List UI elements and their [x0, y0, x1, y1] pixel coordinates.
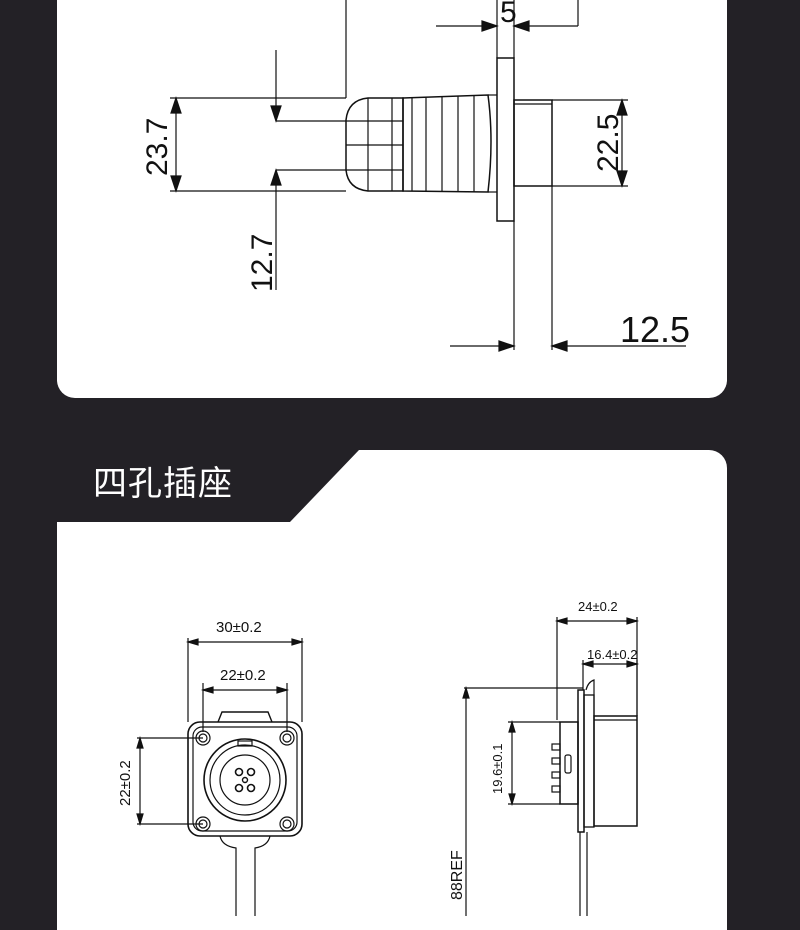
dim-body-depth: 16.4±0.2 — [587, 647, 638, 662]
dim-cable-length: 88REF — [449, 850, 466, 900]
dim-body-height: 19.6±0.1 — [490, 743, 505, 794]
front-view — [136, 638, 305, 916]
dim-height: 22±0.2 — [117, 760, 134, 806]
dim-right-height: 22.5 — [592, 114, 625, 172]
top-drawing-card — [57, 0, 727, 398]
section-title: 四孔插座 — [93, 464, 233, 504]
dim-left-height: 23.7 — [141, 118, 174, 176]
dim-bottom-width: 12.5 — [620, 309, 690, 350]
bottom-drawing-card — [57, 450, 727, 930]
dim-outer-width: 30±0.2 — [216, 619, 262, 636]
dim-lower-left: 12.7 — [246, 234, 279, 292]
side-view — [462, 617, 640, 916]
dim-total-depth: 24±0.2 — [578, 599, 618, 614]
dim-inner-width: 22±0.2 — [220, 667, 266, 684]
dim-flange-thickness: 5 — [500, 0, 517, 29]
